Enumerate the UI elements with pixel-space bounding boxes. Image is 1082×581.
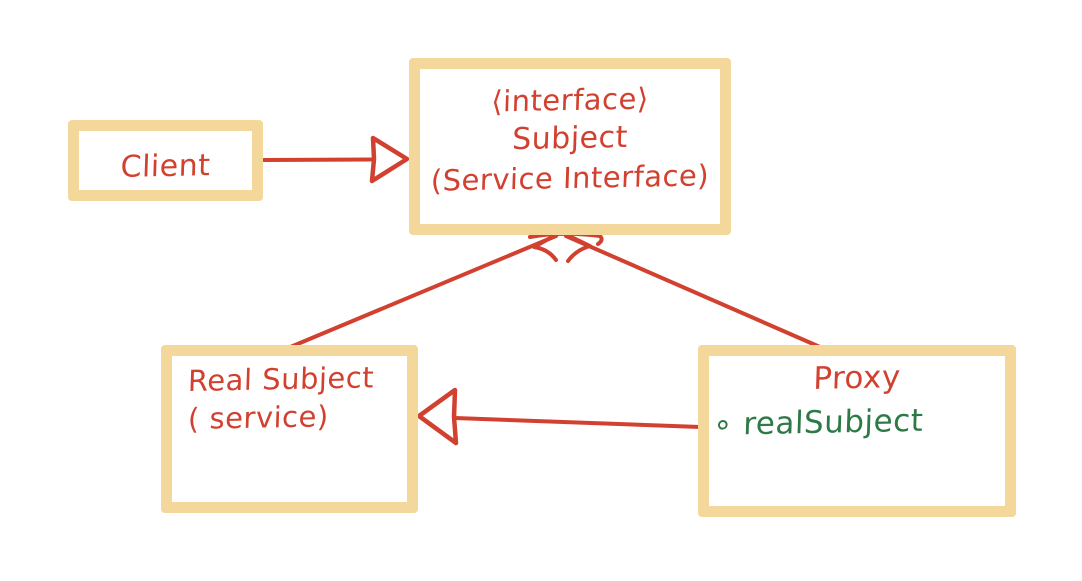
connector-inherit-arrowhead-right [559, 230, 592, 263]
class-box-realsubject[interactable]: Real Subject ( service) [161, 345, 418, 513]
class-box-proxy[interactable]: Proxy ∘ realSubject [698, 345, 1016, 517]
class-box-client[interactable]: Client [68, 120, 263, 201]
connector-proxy-to-realsubject-arrowhead [416, 387, 459, 446]
class-name-client: Client [119, 148, 211, 185]
connector-client-to-subject-line [262, 157, 374, 162]
connector-proxy-to-subject-line [564, 234, 822, 349]
connector-client-to-subject-arrowhead [369, 135, 410, 184]
connector-proxy-to-realsubject-line [453, 416, 702, 429]
class-box-subject[interactable]: ⟨interface⟩ Subject (Service Interface) [409, 58, 731, 235]
connector-inherit-arrowhead [532, 230, 563, 262]
class-name-proxy: Proxy [812, 359, 902, 397]
class-name-subject: Subject [511, 119, 629, 158]
class-subtitle-realsubject: ( service) [187, 399, 330, 436]
class-name-realsubject: Real Subject [187, 360, 375, 398]
connector-inherit-arrowhead-base [528, 231, 604, 246]
connector-realsubject-to-subject-line [286, 234, 558, 350]
class-attribute-realsubject: ∘ realSubject [712, 402, 924, 443]
class-subtitle-subject: (Service Interface) [430, 158, 710, 198]
class-stereotype-interface: ⟨interface⟩ [490, 81, 650, 119]
